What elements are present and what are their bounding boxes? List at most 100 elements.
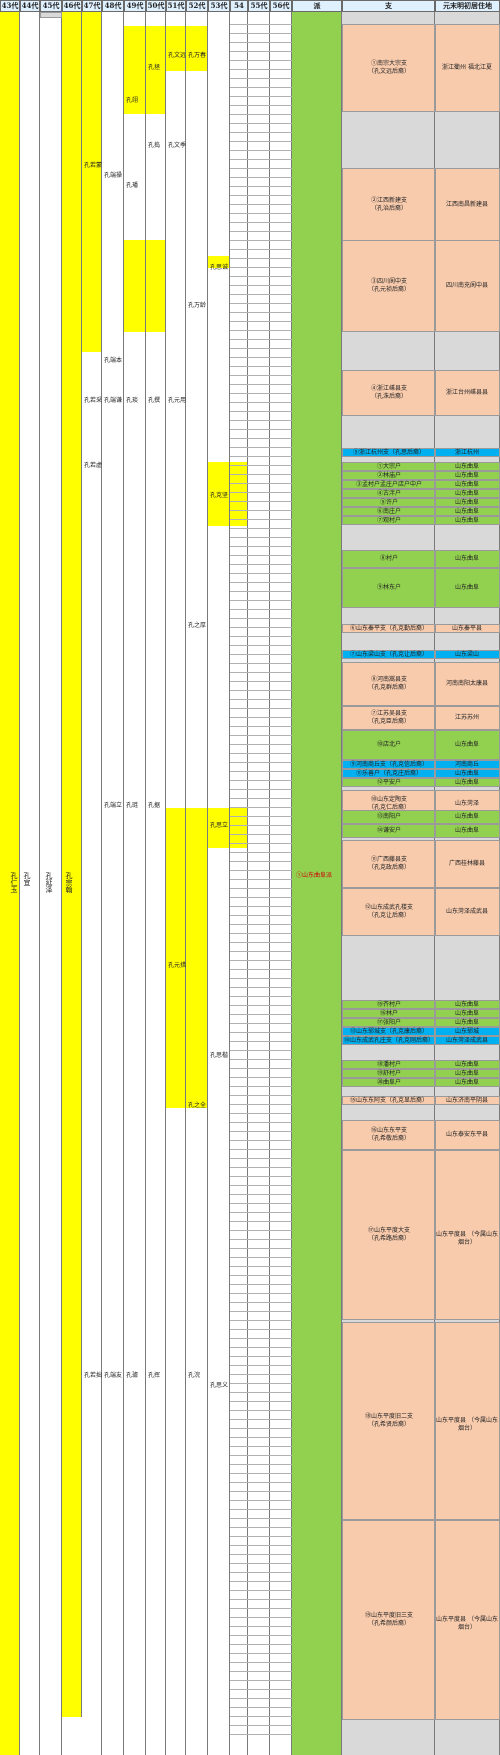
grid-row-line	[230, 1626, 292, 1627]
header-place: 元末明初居住地	[435, 0, 500, 12]
zhi-name: ⑩山东定陶支	[370, 796, 407, 803]
zhi-name: ⑥山东秦平支（孔克勤后裔）	[349, 624, 428, 632]
grid-row-line	[230, 1410, 292, 1411]
grid-row-line	[230, 78, 292, 79]
grid-row-line	[230, 969, 292, 970]
place-name: 山东曲阜	[454, 507, 479, 515]
place-name: 浙江杭州	[454, 448, 479, 456]
grid-row-line	[230, 1734, 292, 1735]
grid-row-line	[230, 384, 292, 385]
col52-name: 孔浣	[188, 1372, 201, 1379]
pai-label: ①山东曲阜派	[296, 872, 333, 879]
grid-row-line	[230, 1419, 292, 1420]
zhi-block	[342, 498, 435, 507]
grid-row-line	[230, 915, 292, 916]
zhi-block	[342, 778, 435, 787]
grid-row-line	[230, 1500, 292, 1501]
col45-top-cell	[40, 12, 62, 18]
grid-row-line	[230, 492, 292, 493]
grid-row-line	[230, 1581, 292, 1582]
zhi-name: ⑧河南嵩县支	[370, 676, 407, 683]
grid-row-line	[230, 1122, 292, 1123]
zhi-name: ⑬山东郓城支（孔克康后裔）	[349, 1027, 428, 1035]
zhi-name: ⑥南庄户	[376, 507, 401, 515]
grid-row-line	[230, 546, 292, 547]
grid-row-line	[230, 195, 292, 196]
grid-row-line	[230, 1005, 292, 1006]
grid-row-line	[230, 1455, 292, 1456]
col53-yellow-1	[208, 256, 230, 268]
zhi-block	[342, 888, 435, 936]
zhi-block	[342, 1078, 435, 1087]
place-name: 四川南充阆中县	[445, 282, 488, 289]
grid-row-line	[230, 1509, 292, 1510]
grid-row-line	[230, 321, 292, 322]
grid-row-line	[230, 537, 292, 538]
col53-name: 孔思义	[210, 1382, 229, 1389]
grid-row-line	[230, 1680, 292, 1681]
grid-row-line	[230, 447, 292, 448]
grid-row-line	[230, 843, 292, 844]
grid-row-line	[230, 1041, 292, 1042]
grid-row-line	[230, 1086, 292, 1087]
grid-row-line	[230, 1689, 292, 1690]
col51-name: 孔文远	[168, 52, 187, 59]
grid-row-line	[230, 1032, 292, 1033]
zhi-block	[342, 824, 435, 838]
place-name: 浙江衢州 福北江夏	[442, 64, 492, 71]
grid-row-line	[230, 1716, 292, 1717]
col52-name: 孔万龄	[188, 302, 207, 309]
grid-row-line	[230, 1212, 292, 1213]
zhi-name: ⑫山东成武孔楼支	[364, 904, 413, 911]
grid-row-line	[230, 465, 292, 466]
grid-row-line	[230, 654, 292, 655]
grid-row-line	[230, 150, 292, 151]
col49-name: 孔琰	[126, 397, 139, 404]
grid-row-line	[230, 420, 292, 421]
place-block	[435, 706, 500, 730]
zhi-block	[342, 1000, 435, 1009]
zhi-block	[342, 1009, 435, 1018]
grid-row-line	[230, 1167, 292, 1168]
grid-row-line	[230, 348, 292, 349]
grid-row-line	[230, 159, 292, 160]
place-name: 山东曲阜	[454, 1009, 479, 1017]
zhi-name: ⑦江苏吴县支	[370, 710, 407, 717]
header-gen-55: 55代	[248, 0, 270, 12]
zhi-block	[342, 1520, 435, 1720]
grid-row-line	[230, 1356, 292, 1357]
name-43: 孔仁玉	[10, 872, 18, 893]
zhi-sub: （孔希颜后裔）	[367, 1620, 410, 1627]
grid-row-line	[230, 1707, 292, 1708]
header-gen-47: 47代	[82, 0, 102, 12]
zhi-block	[342, 1069, 435, 1078]
place-name: 山东曲阜	[454, 471, 479, 479]
zhi-sub: （孔元祯后裔）	[367, 286, 410, 293]
zhi-block	[342, 462, 435, 471]
place-name: 山东曲阜	[454, 462, 479, 470]
zhi-block	[342, 1096, 435, 1105]
grid-row-line	[230, 1302, 292, 1303]
place-name: 山东曲阜	[454, 1018, 479, 1026]
grid-row-line	[230, 708, 292, 709]
grid-row-line	[230, 564, 292, 565]
grid-row-line	[230, 933, 292, 934]
col51-name: 孔元措	[168, 962, 187, 969]
col48-name: 孔端谦	[104, 397, 123, 404]
grid-row-line	[230, 528, 292, 529]
zhi-block	[342, 650, 435, 659]
grid-row-line	[230, 1698, 292, 1699]
grid-row-line	[230, 1050, 292, 1051]
grid-row-line	[230, 249, 292, 250]
zhi-block	[342, 489, 435, 498]
zhi-name: ⑱潘村户	[376, 1060, 401, 1068]
place-name: 广西桂林藤县	[448, 860, 485, 867]
col53-name: 孔思楷	[210, 1052, 229, 1059]
grid-row-line	[230, 1554, 292, 1555]
col48-name: 孔端操	[104, 172, 123, 179]
zhi-sub: （孔克群后裔）	[367, 684, 410, 691]
grid-row-line	[230, 240, 292, 241]
col53-name: 孔思立	[210, 822, 229, 829]
grid-row-line	[230, 1536, 292, 1537]
grid-row-line	[230, 105, 292, 106]
